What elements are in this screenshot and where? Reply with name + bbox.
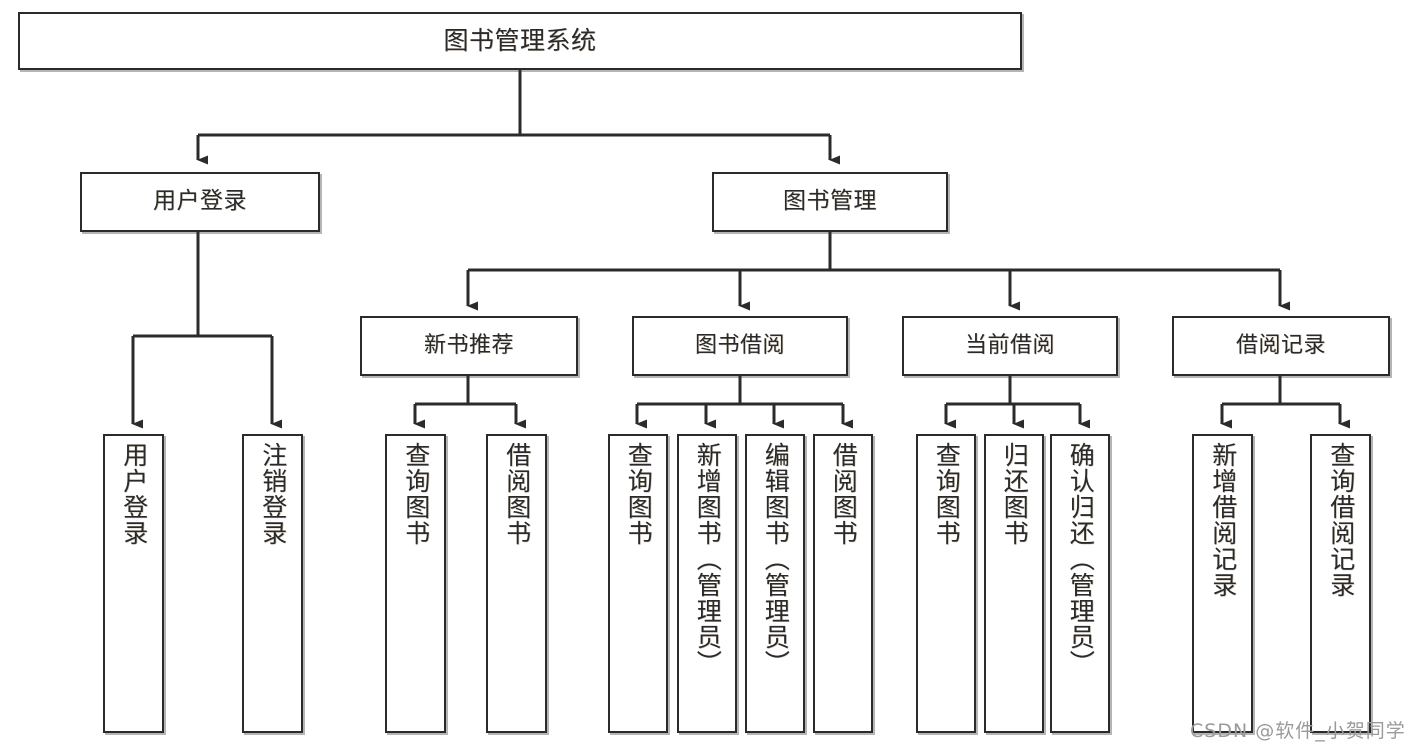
node-current-borrow[interactable]: 当前借阅 [902, 316, 1118, 376]
node-label: 借阅图书 [829, 442, 859, 546]
node-label: 借阅图书 [502, 442, 532, 546]
node-label: 编辑图书（管理员） [761, 442, 791, 676]
node-label: 用户登录 [119, 442, 149, 546]
leaf-borrow-record-add-record[interactable]: 新增借阅记录 [1192, 434, 1253, 733]
leaf-current-borrow-query-book[interactable]: 查询图书 [916, 434, 976, 733]
leaf-current-borrow-return-book[interactable]: 归还图书 [984, 434, 1044, 733]
node-new-book-recommend[interactable]: 新书推荐 [360, 316, 578, 376]
leaf-new-book-query-book[interactable]: 查询图书 [385, 434, 446, 733]
leaf-book-borrow-add-book-admin[interactable]: 新增图书（管理员） [677, 434, 737, 733]
node-label: 注销登录 [258, 442, 288, 546]
node-label: 图书管理 [783, 188, 877, 215]
node-label: 新书推荐 [423, 332, 514, 358]
node-label: 图书管理系统 [443, 26, 597, 55]
leaf-borrow-record-query-record[interactable]: 查询借阅记录 [1310, 434, 1371, 733]
node-label: 图书借阅 [694, 332, 785, 358]
csdn-watermark: CSDN @软件_小贺同学 [1190, 720, 1405, 742]
leaf-book-borrow-query-book[interactable]: 查询图书 [608, 434, 668, 733]
leaf-user-login-login[interactable]: 用户登录 [103, 434, 164, 733]
leaf-user-login-logout[interactable]: 注销登录 [242, 434, 303, 733]
node-label: 确认归还（管理员） [1066, 442, 1096, 676]
node-label: 查询图书 [932, 442, 962, 546]
node-label: 新增借阅记录 [1208, 442, 1238, 598]
node-label: 查询图书 [624, 442, 654, 546]
node-root-book-management-system[interactable]: 图书管理系统 [18, 12, 1022, 70]
node-label: 归还图书 [1000, 442, 1030, 546]
node-book-management[interactable]: 图书管理 [712, 172, 948, 232]
node-label: 借阅记录 [1235, 332, 1326, 358]
leaf-new-book-borrow-book[interactable]: 借阅图书 [486, 434, 547, 733]
node-label: 查询借阅记录 [1326, 442, 1356, 598]
node-label: 当前借阅 [964, 332, 1055, 358]
leaf-current-borrow-confirm-return-admin[interactable]: 确认归还（管理员） [1050, 434, 1110, 733]
leaf-book-borrow-edit-book-admin[interactable]: 编辑图书（管理员） [745, 434, 805, 733]
node-label: 查询图书 [401, 442, 431, 546]
node-user-login[interactable]: 用户登录 [80, 172, 320, 232]
node-label: 新增图书（管理员） [693, 442, 723, 676]
node-label: 用户登录 [153, 188, 247, 215]
node-book-borrow[interactable]: 图书借阅 [632, 316, 848, 376]
leaf-book-borrow-borrow-book[interactable]: 借阅图书 [813, 434, 873, 733]
node-borrow-record[interactable]: 借阅记录 [1172, 316, 1390, 376]
